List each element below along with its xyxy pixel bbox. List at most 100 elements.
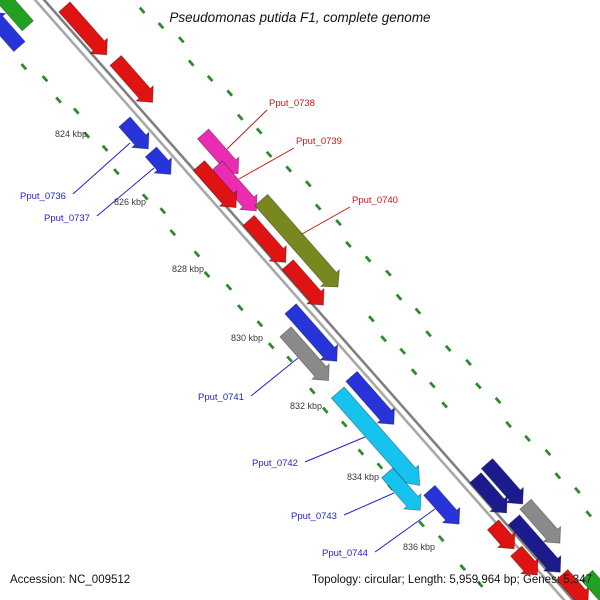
gene-arrow-Pput_0737[interactable] — [142, 144, 179, 182]
gene-label[interactable]: Pput_0741 — [198, 392, 244, 403]
gene-label-leader — [238, 147, 295, 180]
gene-label-leader — [72, 142, 131, 195]
gene-label-leader — [304, 436, 366, 463]
scale-tick — [304, 180, 312, 188]
scale-tick — [41, 75, 49, 83]
scale-tick — [255, 127, 263, 135]
scale-tick — [437, 535, 445, 543]
scale-tick — [335, 218, 342, 227]
footer-genome-stats: Topology: circular; Length: 5,959,964 bp… — [312, 574, 592, 586]
scale-tick — [475, 382, 482, 390]
scale-tick — [159, 207, 167, 215]
gene-arrow[interactable] — [0, 4, 28, 54]
scale-label: 832 kbp — [290, 401, 322, 411]
gene-arrow[interactable] — [279, 257, 332, 313]
scale-tick — [524, 434, 531, 443]
scale-tick — [459, 564, 467, 572]
scale-tick — [83, 131, 91, 139]
gene-arrow-Pput_0742[interactable] — [328, 384, 429, 494]
scale-tick — [321, 406, 329, 414]
gene-label[interactable]: Pput_0742 — [252, 458, 298, 469]
scale-tick — [178, 36, 185, 44]
scale-tick — [193, 250, 201, 258]
scale-label: 826 kbp — [114, 197, 146, 207]
scale-tick — [380, 335, 387, 343]
gene-label[interactable]: Pput_0740 — [352, 195, 398, 206]
gene-arrow-Pput_0744[interactable] — [421, 483, 468, 532]
scale-tick — [286, 355, 293, 363]
gene-arrow[interactable] — [0, 0, 36, 33]
gene-label[interactable]: Pput_0739 — [296, 136, 342, 147]
gene-arrow[interactable] — [578, 568, 600, 600]
scale-tick — [410, 368, 418, 376]
gene-arrow[interactable] — [467, 470, 515, 520]
gene-arrow[interactable] — [240, 213, 294, 270]
gene-arrow[interactable] — [282, 301, 346, 369]
scale-tick — [314, 203, 322, 211]
scale-tick — [187, 59, 195, 67]
gene-arrow[interactable] — [343, 369, 403, 432]
gene-arrow-Pput_0741[interactable] — [277, 324, 337, 388]
gene-arrow-Pput_0743[interactable] — [379, 465, 429, 518]
scale-tick — [101, 144, 109, 152]
gene-arrow[interactable] — [484, 517, 522, 556]
scale-tick — [72, 107, 80, 115]
gene-label-leader — [250, 357, 299, 397]
scale-tick — [544, 448, 552, 457]
scale-tick — [505, 420, 512, 429]
scale-tick — [368, 315, 375, 323]
gene-arrow[interactable] — [478, 456, 531, 512]
scale-tick — [441, 401, 448, 409]
gene-label[interactable]: Pput_0737 — [44, 213, 90, 224]
scale-tick — [55, 96, 62, 104]
gene-arrow[interactable] — [554, 567, 597, 600]
scale-tick — [138, 6, 146, 14]
scale-tick — [345, 240, 352, 248]
scale-tick — [265, 150, 273, 158]
gene-arrow[interactable] — [508, 543, 546, 582]
gene-arrow-Pput_0740[interactable] — [252, 192, 347, 296]
scale-label: 830 kbp — [231, 333, 263, 343]
scale-tick — [585, 510, 593, 518]
gene-arrow-Pput_0736[interactable] — [116, 114, 157, 156]
scale-tick — [476, 580, 484, 588]
scale-tick — [141, 193, 149, 201]
scale-tick — [169, 229, 177, 237]
scale-tick — [236, 113, 244, 121]
gene-label[interactable]: Pput_0744 — [322, 548, 368, 559]
gene-label-leader — [301, 206, 351, 235]
scale-tick — [444, 344, 452, 352]
scale-tick — [399, 347, 407, 355]
page-title: Pseudomonas putida F1, complete genome — [169, 10, 430, 25]
scale-tick — [574, 486, 581, 495]
scale-label: 836 kbp — [403, 542, 435, 552]
scale-tick — [236, 304, 244, 312]
scale-tick — [308, 387, 316, 395]
gene-label-leader — [226, 109, 268, 150]
scale-tick — [385, 269, 392, 277]
gene-label-leader — [343, 492, 395, 516]
scale-tick — [113, 168, 120, 176]
gene-arrow[interactable] — [517, 497, 569, 551]
gene-arrow[interactable] — [190, 158, 244, 215]
scale-tick — [429, 381, 436, 389]
scale-label: 828 kbp — [172, 264, 204, 274]
scale-tick — [418, 520, 425, 528]
scale-tick — [226, 89, 234, 97]
scale-tick — [20, 63, 28, 71]
gene-label[interactable]: Pput_0743 — [291, 511, 337, 522]
gene-arrow[interactable] — [56, 0, 116, 63]
gene-label[interactable]: Pput_0736 — [20, 191, 66, 202]
scale-tick — [554, 472, 562, 480]
gene-arrow[interactable] — [107, 53, 161, 110]
gene-label-leader — [374, 508, 436, 553]
gene-arrow[interactable] — [505, 512, 569, 580]
gene-label[interactable]: Pput_0738 — [269, 98, 315, 109]
scale-tick — [256, 320, 264, 328]
